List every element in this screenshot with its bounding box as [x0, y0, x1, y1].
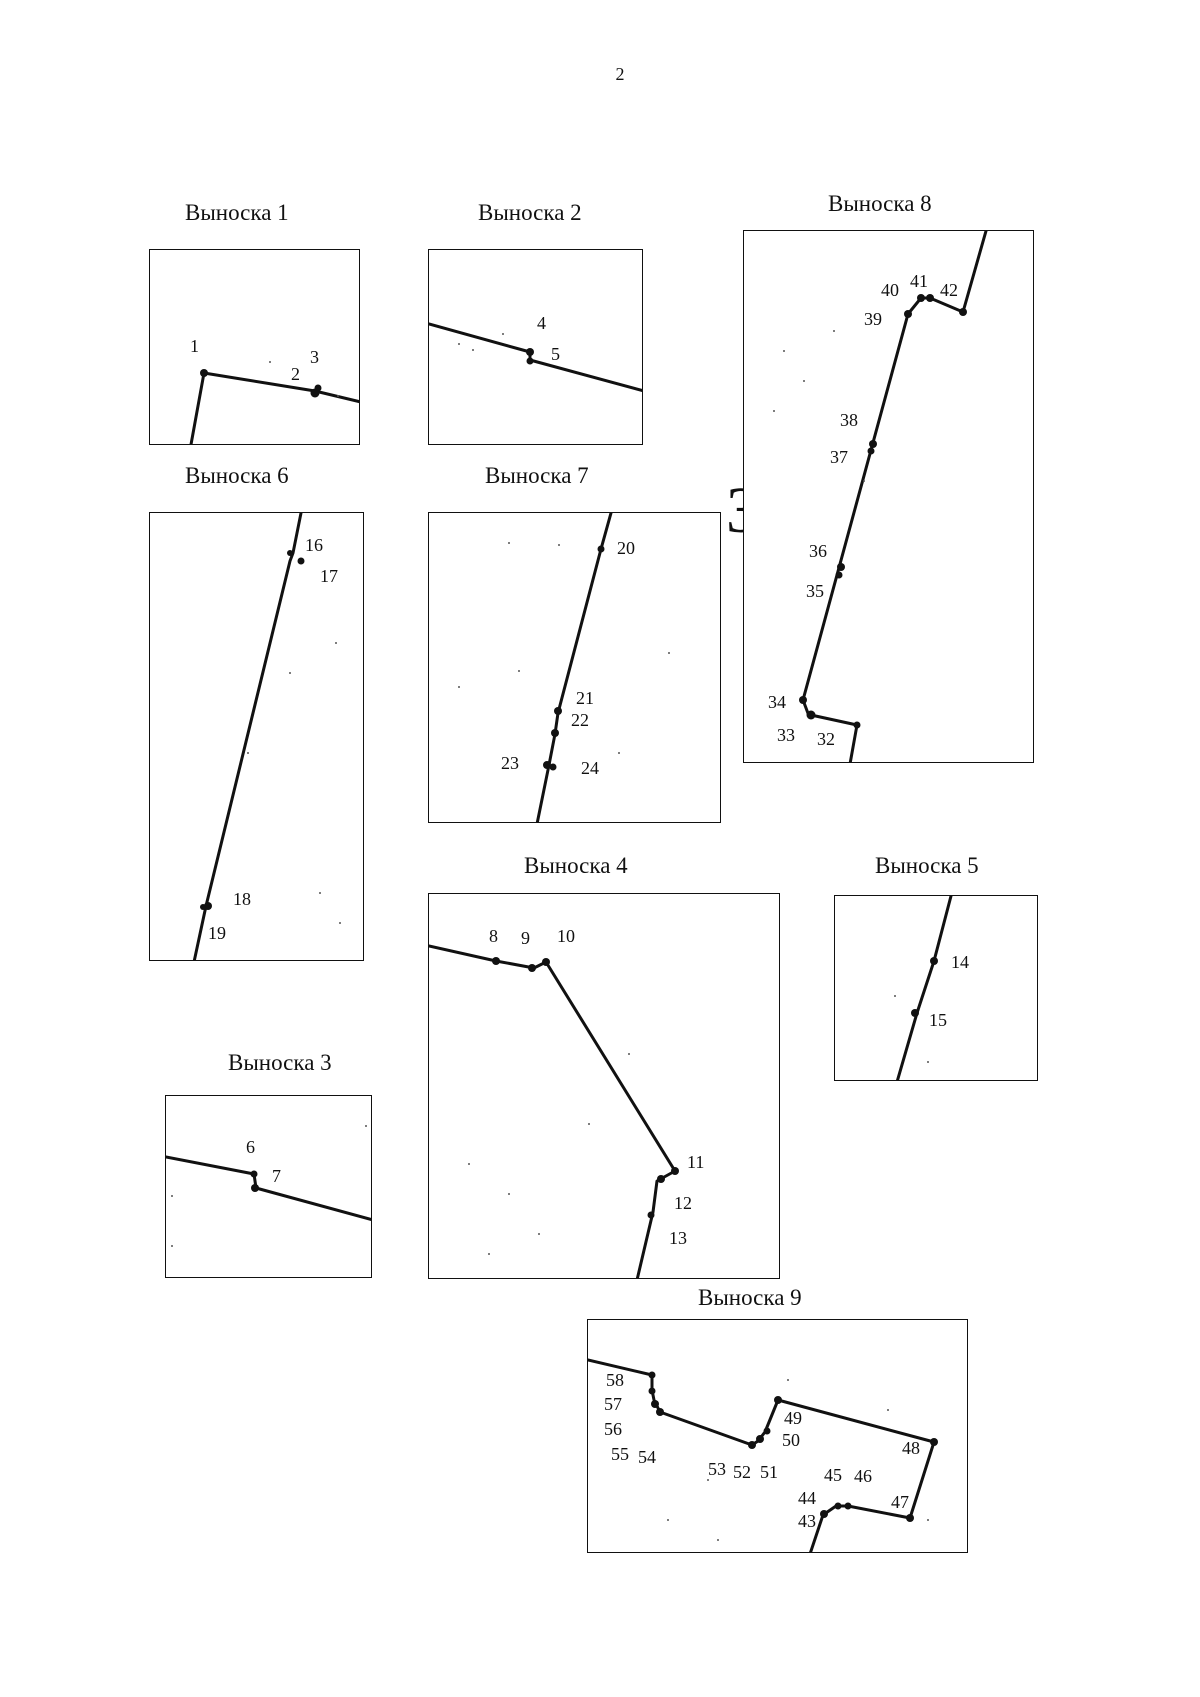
- page-number: 2: [615, 64, 625, 84]
- point-label: 52: [733, 1462, 751, 1482]
- point-label: 55: [611, 1444, 629, 1464]
- point-label: 14: [951, 952, 969, 972]
- point-label: 24: [581, 758, 599, 778]
- callout-3-diagram: 6 7: [166, 1125, 371, 1247]
- point-label: 41: [910, 271, 928, 291]
- point-label: 7: [272, 1166, 281, 1186]
- point-label: 37: [830, 447, 848, 467]
- point-label: 35: [806, 581, 824, 601]
- point-label: 17: [320, 566, 338, 586]
- callout-1-frame: 1 2 3: [149, 249, 360, 445]
- point-label: 57: [604, 1394, 622, 1414]
- point-label: 5: [551, 344, 560, 364]
- point-label: 54: [638, 1447, 656, 1467]
- point-label: 22: [571, 710, 589, 730]
- point-label: 21: [576, 688, 594, 708]
- point-label: 1: [190, 336, 199, 356]
- callout-8-diagram: 40 41 42 39 38 37 36 35 34 33 32: [768, 231, 988, 762]
- callout-7-diagram: 20 21 22 23 24: [458, 513, 670, 822]
- point-label: 39: [864, 309, 882, 329]
- point-label: 44: [798, 1488, 816, 1508]
- point-label: 20: [617, 538, 635, 558]
- point-label: 8: [489, 926, 498, 946]
- callout-8-title: Выноска 8: [828, 191, 932, 216]
- point-label: 50: [782, 1430, 800, 1450]
- callout-4-frame: 8 9 10 11 12 13: [428, 893, 780, 1279]
- point-label: 3: [310, 347, 319, 367]
- point-label: 45: [824, 1465, 842, 1485]
- callout-2-diagram: 4 5: [429, 313, 642, 393]
- callout-4-diagram: 8 9 10 11 12 13: [429, 926, 704, 1278]
- callout-3-title: Выноска 3: [228, 1050, 332, 1075]
- point-label: 58: [606, 1370, 624, 1390]
- callout-2-title: Выноска 2: [478, 200, 582, 225]
- point-label: 42: [940, 280, 958, 300]
- point-label: 9: [521, 928, 530, 948]
- point-label: 56: [604, 1419, 622, 1439]
- point-label: 53: [708, 1459, 726, 1479]
- callout-7-frame: 20 21 22 23 24: [428, 512, 721, 823]
- callout-6-frame: 16 17 18 19: [149, 512, 364, 961]
- point-label: 12: [674, 1193, 692, 1213]
- callout-9-frame: 58 57 56 55 54 53 52 51 50 49 48 47 46 4…: [587, 1319, 968, 1553]
- point-label: 19: [208, 923, 226, 943]
- point-label: 48: [902, 1438, 920, 1458]
- callout-5-title: Выноска 5: [875, 853, 979, 878]
- callout-3-frame: 6 7: [165, 1095, 372, 1278]
- point-label: 47: [891, 1492, 909, 1512]
- point-label: 32: [817, 729, 835, 749]
- point-label: 40: [881, 280, 899, 300]
- callout-5-diagram: 14 15: [894, 896, 969, 1080]
- point-label: 51: [760, 1462, 778, 1482]
- callout-7-title: Выноска 7: [485, 463, 589, 488]
- point-label: 18: [233, 889, 251, 909]
- callout-9-diagram: 58 57 56 55 54 53 52 51 50 49 48 47 46 4…: [588, 1358, 938, 1552]
- point-label: 36: [809, 541, 827, 561]
- point-label: 6: [246, 1137, 255, 1157]
- point-label: 43: [798, 1511, 816, 1531]
- point-label: 11: [687, 1152, 704, 1172]
- point-label: 46: [854, 1466, 872, 1486]
- point-label: 2: [291, 364, 300, 384]
- point-label: 33: [777, 725, 795, 745]
- point-label: 4: [537, 313, 546, 333]
- callout-1-diagram: 1 2 3: [189, 336, 359, 444]
- point-label: 23: [501, 753, 519, 773]
- callout-1-title: Выноска 1: [185, 200, 289, 225]
- callout-9-title: Выноска 9: [698, 1285, 802, 1310]
- point-label: 16: [305, 535, 323, 555]
- callout-5-frame: 14 15: [834, 895, 1038, 1081]
- callout-6-diagram: 16 17 18 19: [192, 513, 341, 960]
- point-label: 49: [784, 1408, 802, 1428]
- point-label: 15: [929, 1010, 947, 1030]
- point-label: 34: [768, 692, 786, 712]
- point-label: 13: [669, 1228, 687, 1248]
- callout-2-frame: 4 5: [428, 249, 643, 445]
- callout-6-title: Выноска 6: [185, 463, 289, 488]
- point-label: 38: [840, 410, 858, 430]
- callout-8-frame: 40 41 42 39 38 37 36 35 34 33 32: [743, 230, 1034, 763]
- callout-4-title: Выноска 4: [524, 853, 628, 878]
- point-label: 10: [557, 926, 575, 946]
